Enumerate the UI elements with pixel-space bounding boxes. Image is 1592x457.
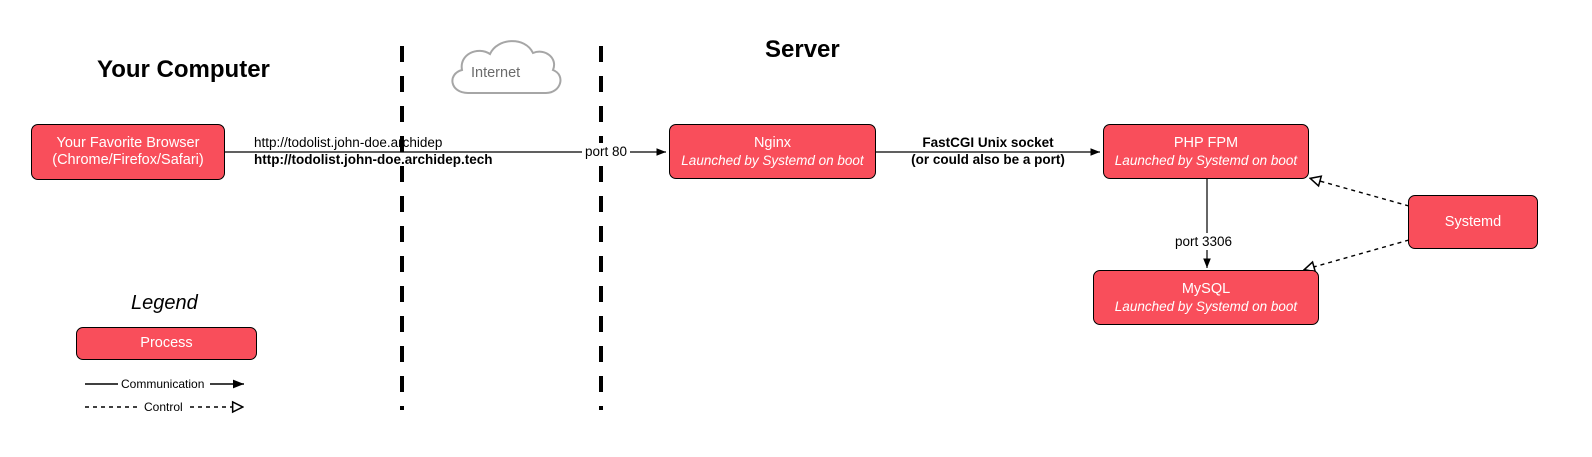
browser-label-line1: Your Favorite Browser	[56, 135, 200, 151]
mysql-node: MySQL Launched by Systemd on boot	[1093, 270, 1319, 325]
legend-title: Legend	[131, 292, 198, 314]
browser-url-label-2: http://todolist.john-doe.archidep.tech	[254, 152, 493, 167]
edge-systemd-php	[1309, 178, 1410, 207]
legend-process-label: Process	[140, 335, 193, 351]
server-heading: Server	[765, 36, 840, 63]
mysql-subtitle: Launched by Systemd on boot	[1114, 298, 1298, 314]
internet-label: Internet	[471, 65, 521, 81]
browser-label-line2: (Chrome/Firefox/Safari)	[52, 152, 204, 168]
port-80-label: port 80	[582, 143, 631, 160]
browser-node: Your Favorite Browser (Chrome/Firefox/Sa…	[31, 124, 225, 180]
mysql-title: MySQL	[1181, 280, 1231, 297]
browser-url-label-1: http://todolist.john-doe.archidep	[254, 135, 443, 150]
port-3306-label: port 3306	[1172, 233, 1236, 250]
fastcgi-label-1: FastCGI Unix socket	[922, 135, 1054, 150]
systemd-title: Systemd	[1444, 213, 1502, 230]
legend-process-box: Process	[76, 327, 257, 360]
php-fpm-subtitle: Launched by Systemd on boot	[1114, 152, 1298, 168]
fastcgi-label-2: (or could also be a port)	[911, 152, 1065, 167]
legend-communication-label: Communication	[121, 377, 205, 391]
nginx-node: Nginx Launched by Systemd on boot	[669, 124, 876, 179]
internet-cloud	[451, 40, 562, 94]
your-computer-heading: Your Computer	[97, 56, 270, 83]
legend-control-label: Control	[144, 400, 183, 414]
php-fpm-node: PHP FPM Launched by Systemd on boot	[1103, 124, 1309, 179]
php-fpm-title: PHP FPM	[1173, 134, 1239, 151]
nginx-title: Nginx	[753, 134, 792, 151]
systemd-node: Systemd	[1408, 195, 1538, 249]
nginx-subtitle: Launched by Systemd on boot	[681, 152, 864, 168]
edge-systemd-mysql	[1303, 239, 1410, 270]
